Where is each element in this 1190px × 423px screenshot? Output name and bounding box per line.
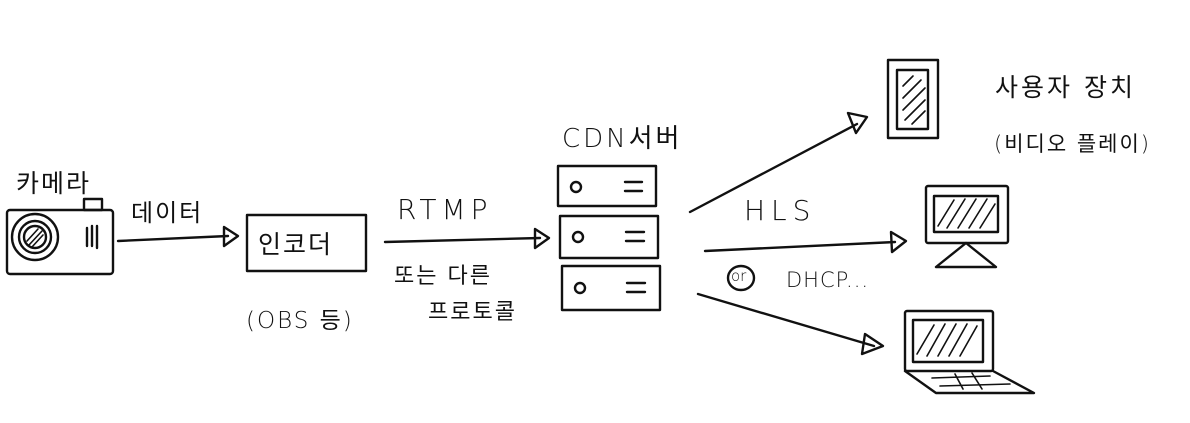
data-arrow bbox=[116, 225, 240, 248]
laptop-icon bbox=[903, 309, 1036, 395]
encoder-label: 인코더 bbox=[258, 230, 334, 259]
camera-label: 카메라 bbox=[16, 169, 92, 198]
encoder-note: (OBS 등) bbox=[246, 308, 354, 334]
rtmp-label: RTMP bbox=[397, 193, 493, 226]
encoder-box bbox=[245, 213, 368, 273]
server-icon bbox=[556, 164, 662, 312]
monitor-icon bbox=[924, 184, 1010, 269]
hls-label: HLS bbox=[744, 194, 817, 227]
hls-arrow-down bbox=[696, 292, 885, 356]
cdn-label: CDN서버 bbox=[562, 124, 683, 154]
camera-icon bbox=[5, 197, 115, 276]
data-label: 데이터 bbox=[131, 199, 204, 227]
or-mark: or bbox=[731, 267, 747, 285]
or-circle bbox=[726, 264, 756, 292]
hls-note: DHCP... bbox=[786, 268, 870, 292]
rtmp-note-line1: 또는 다른 bbox=[394, 264, 492, 289]
devices-label: 사용자 장치 bbox=[995, 73, 1136, 102]
hls-arrow-right bbox=[703, 230, 908, 254]
rtmp-arrow bbox=[383, 227, 551, 250]
hls-arrow-up bbox=[688, 111, 869, 214]
rtmp-note-line2: 프로토콜 bbox=[428, 300, 517, 325]
phone-icon bbox=[886, 58, 940, 140]
devices-note: (비디오 플레이) bbox=[994, 132, 1151, 156]
